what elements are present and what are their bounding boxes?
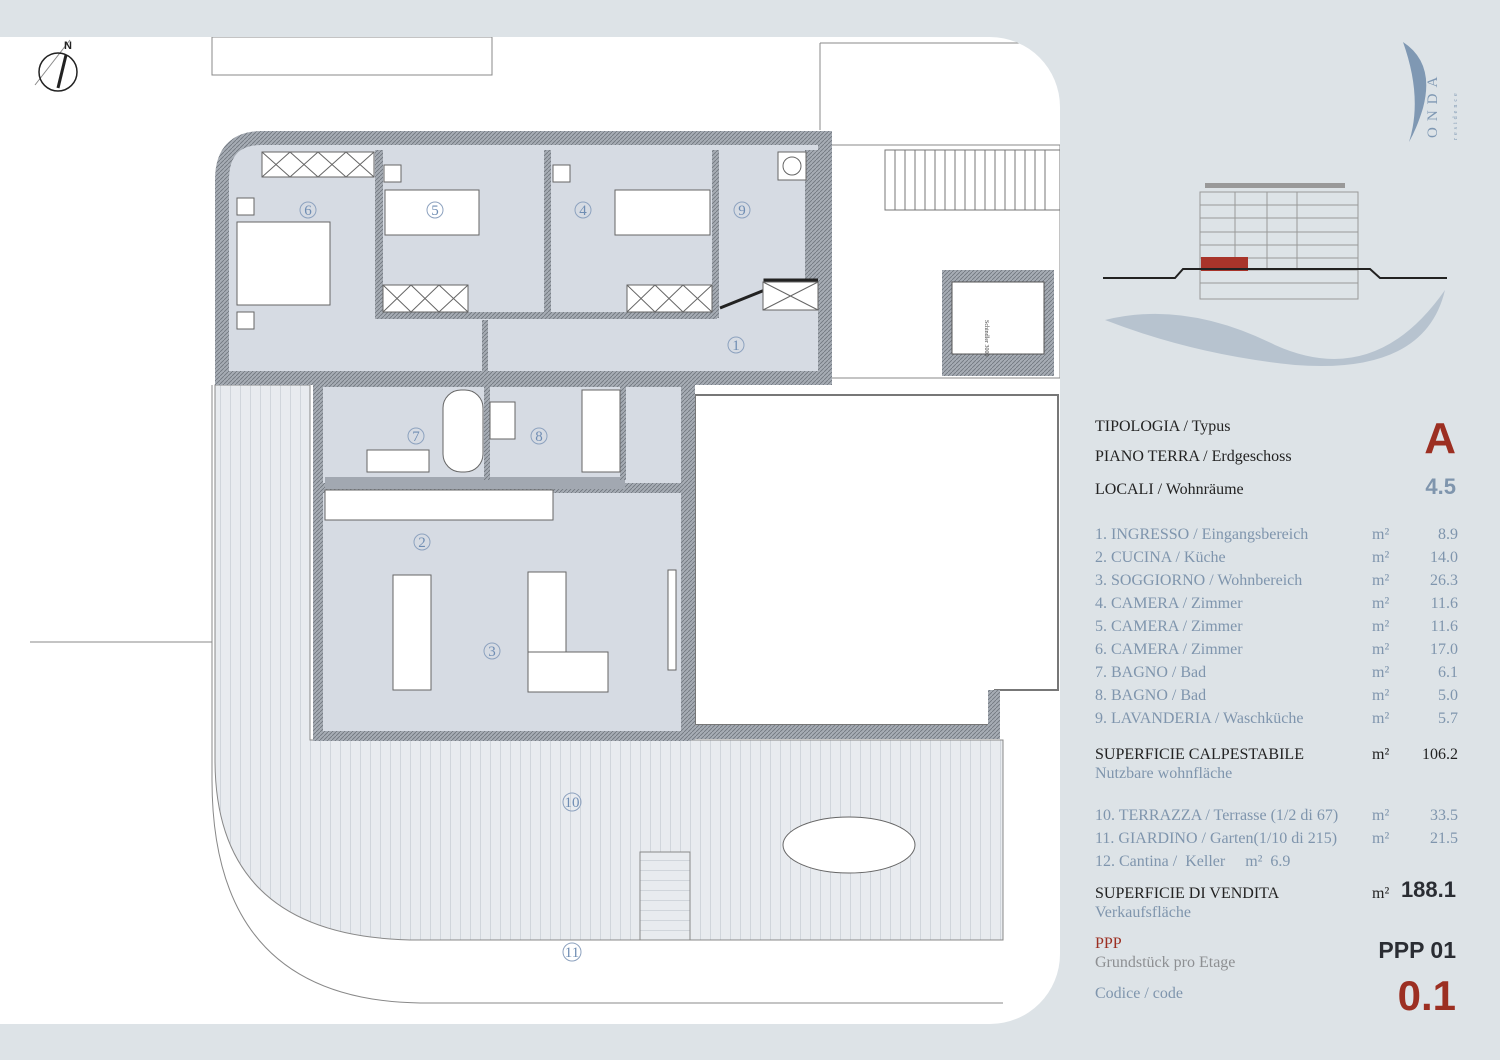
terrace-steps: [639, 851, 691, 941]
terrace-area-label: 10. TERRAZZA / Terrasse (1/2 di 67): [1095, 807, 1339, 824]
room-marker-5: 5: [426, 201, 444, 219]
stairs: [884, 149, 1060, 211]
unit: m²: [1372, 885, 1390, 902]
svg-text:3: 3: [488, 644, 496, 660]
garden-area-label: 11. GIARDINO / Garten(1/10 di 215): [1095, 830, 1338, 847]
room-area-label: 4. CAMERA / Zimmer: [1095, 595, 1243, 612]
room-marker-1: 1: [727, 336, 745, 354]
tipologia-label: TIPOLOGIA / Typus: [1095, 418, 1231, 435]
floor-plan-sheet: Schindler 3000 1 2 3 4 5 6 7: [0, 37, 1060, 1024]
vendita-label: SUPERFICIE DI VENDITA: [1095, 885, 1280, 902]
svg-text:1: 1: [732, 338, 740, 354]
room-marker-8: 8: [530, 427, 548, 445]
building-section-diagram: [1103, 183, 1447, 367]
highlighted-unit: [1201, 257, 1248, 271]
room-area-label: 1. INGRESSO / Eingangsbereich: [1095, 526, 1309, 543]
svg-text:11: 11: [565, 945, 579, 961]
room-area-value: 14.0: [1430, 549, 1458, 566]
unit: m²: [1372, 549, 1390, 566]
codice-label: Codice / code: [1095, 985, 1183, 1002]
site-lines: [30, 37, 1059, 1004]
floor-plan: Schindler 3000 1 2 3 4 5 6 7: [30, 37, 1060, 1004]
room-area-label: 8. BAGNO / Bad: [1095, 687, 1207, 704]
north-compass-icon: N: [38, 40, 78, 92]
svg-text:2: 2: [418, 535, 426, 551]
terrace-area-value: 33.5: [1430, 807, 1458, 824]
unit: m²: [1372, 830, 1390, 847]
room-area-label: 6. CAMERA / Zimmer: [1095, 641, 1243, 658]
unit: m²: [1372, 710, 1390, 727]
courtyard: [694, 394, 1059, 726]
cantina-area: 12. Cantina / Keller m² 6.9: [1095, 853, 1291, 870]
room-area-value: 17.0: [1430, 641, 1458, 658]
room-marker-2: 2: [413, 533, 431, 551]
svg-text:8: 8: [535, 429, 543, 445]
room-labels: 1 2 3 4 5 6 7 8 9 10 11: [299, 201, 751, 962]
room-area-label: 2. CUCINA / Küche: [1095, 549, 1226, 566]
svg-text:6: 6: [304, 203, 312, 219]
calpestabile-sub: Nutzbare wohnfläche: [1095, 765, 1233, 782]
codice-value: 0.1: [1397, 972, 1456, 1019]
room-area-label: 7. BAGNO / Bad: [1095, 664, 1207, 681]
room-area-value: 8.9: [1438, 526, 1458, 543]
room-area-label: 9. LAVANDERIA / Waschküche: [1095, 710, 1304, 727]
unit: m²: [1372, 807, 1390, 824]
room-marker-11: 11: [562, 942, 582, 962]
room-area-label: 3. SOGGIORNO / Wohnbereich: [1095, 572, 1303, 589]
svg-text:7: 7: [412, 429, 420, 445]
kitchen-counter-strip: [325, 477, 625, 489]
wave-decoration: [1105, 290, 1445, 367]
garden-area-value: 21.5: [1430, 830, 1458, 847]
ppp-value: PPP 01: [1378, 937, 1456, 963]
room-area-value: 6.1: [1438, 664, 1458, 681]
ppp-label: PPP: [1095, 935, 1122, 952]
room-area-value: 5.0: [1438, 687, 1458, 704]
room-marker-7: 7: [407, 427, 425, 445]
locali-value: 4.5: [1425, 474, 1456, 499]
room-area-value: 11.6: [1430, 595, 1458, 612]
svg-text:10: 10: [565, 795, 580, 811]
tipologia-value: A: [1424, 414, 1456, 463]
unit: m²: [1372, 641, 1390, 658]
room-area-value: 26.3: [1430, 572, 1458, 589]
room-marker-10: 10: [562, 792, 582, 812]
unit: m²: [1372, 526, 1390, 543]
room-marker-3: 3: [483, 642, 501, 660]
unit: m²: [1372, 595, 1390, 612]
svg-text:9: 9: [738, 203, 746, 219]
vendita-sub: Verkaufsfläche: [1095, 904, 1191, 921]
svg-text:4: 4: [579, 203, 587, 219]
room-marker-9: 9: [733, 201, 751, 219]
piano-label: PIANO TERRA / Erdgeschoss: [1095, 448, 1292, 465]
room-marker-6: 6: [299, 201, 317, 219]
calpestabile-value: 106.2: [1422, 746, 1458, 763]
locali-label: LOCALI / Wohnräume: [1095, 481, 1244, 498]
unit: m²: [1372, 687, 1390, 704]
unit: m²: [1372, 664, 1390, 681]
elevator-label: Schindler 3000: [983, 320, 989, 357]
vendita-value: 188.1: [1400, 877, 1456, 902]
room-area-value: 11.6: [1430, 618, 1458, 635]
onda-logo: ONDA residence: [1403, 42, 1459, 142]
room-area-label: 5. CAMERA / Zimmer: [1095, 618, 1243, 635]
furniture: [236, 151, 916, 874]
interior-living-zone: [313, 483, 691, 741]
room-area-value: 5.7: [1438, 710, 1458, 727]
unit: m²: [1372, 572, 1390, 589]
unit: m²: [1372, 618, 1390, 635]
compass-label: N: [64, 40, 72, 52]
calpestabile-label: SUPERFICIE CALPESTABILE: [1095, 746, 1304, 763]
ppp-sub: Grundstück pro Etage: [1095, 954, 1236, 971]
room-marker-4: 4: [574, 201, 592, 219]
svg-text:ONDA: ONDA: [1425, 71, 1441, 138]
svg-text:5: 5: [431, 203, 439, 219]
svg-text:residence: residence: [1453, 90, 1459, 140]
elevator: Schindler 3000: [942, 270, 1054, 376]
unit: m²: [1372, 746, 1390, 763]
partition-walls: [375, 150, 1000, 740]
